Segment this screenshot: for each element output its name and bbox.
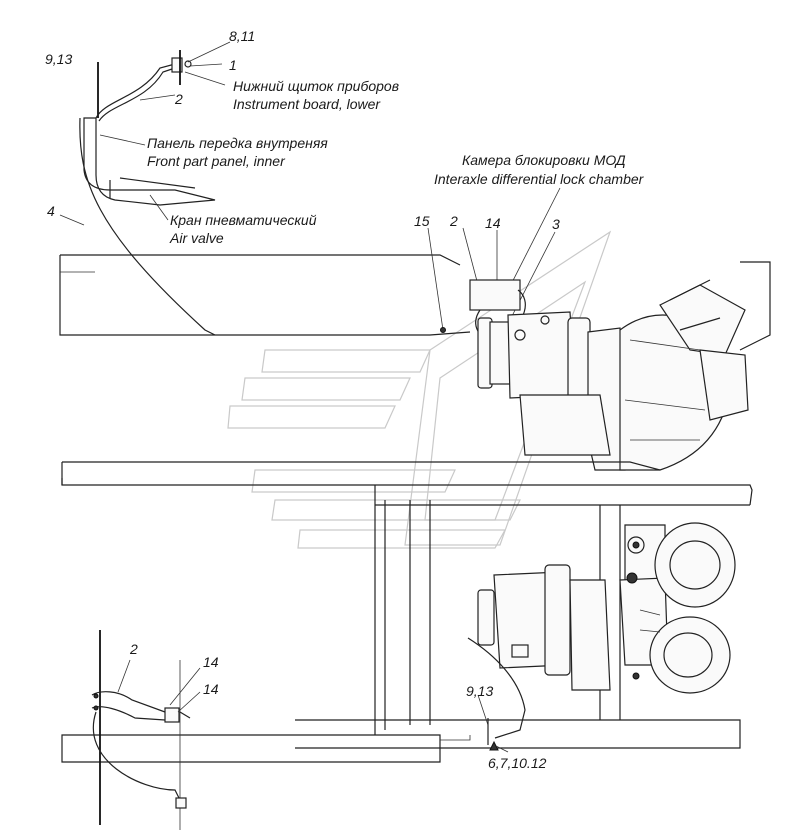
callout-2-mid: 2	[449, 213, 458, 229]
callout-9-13-bottom: 9,13	[466, 683, 493, 699]
gearbox-assembly	[477, 279, 749, 471]
callout-numbers: 8,11 9,13 1 2 4 15 2 14 3 2 14 14 9,13 6…	[45, 28, 560, 771]
caption-instrument-board-en: Instrument board, lower	[233, 96, 381, 112]
callout-14-a: 14	[203, 654, 219, 670]
caption-lock-chamber-en: Interaxle differential lock chamber	[434, 171, 645, 187]
instrument-board-fitting-icon	[171, 57, 183, 73]
lower-frame-rails	[61, 719, 741, 763]
caption-front-panel-ru: Панель передка внутреняя	[147, 135, 328, 151]
cab-front-panel	[79, 62, 216, 336]
caption-instrument-board-ru: Нижний щиток приборов	[233, 78, 399, 94]
callout-1: 1	[229, 57, 237, 73]
upper-pipe	[95, 50, 192, 122]
callout-6-7-10-12: 6,7,10.12	[488, 755, 547, 771]
lower-pipe	[467, 637, 526, 753]
upper-leader-lines	[59, 41, 231, 226]
caption-lock-chamber-ru: Камера блокировки МОД	[462, 152, 626, 168]
caption-air-valve-en: Air valve	[169, 230, 224, 246]
callout-2-top: 2	[174, 91, 183, 107]
caption-front-panel-en: Front part panel, inner	[147, 153, 286, 169]
callout-8-11: 8,11	[229, 28, 255, 44]
lower-valve-icon	[511, 644, 529, 658]
callout-14-mid: 14	[485, 215, 501, 231]
captions: Нижний щиток приборов Instrument board, …	[147, 78, 645, 246]
caption-air-valve-ru: Кран пневматический	[170, 212, 317, 228]
bottom-left-detail	[91, 630, 201, 830]
callout-14-b: 14	[203, 681, 219, 697]
upper-frame-rail	[59, 254, 771, 351]
detail-fitting-icon	[164, 707, 180, 723]
middle-frame-rails	[61, 461, 753, 735]
callout-4: 4	[47, 203, 55, 219]
mid-leader-lines	[427, 187, 561, 346]
lower-axle-assembly	[477, 522, 736, 694]
callout-15: 15	[414, 213, 430, 229]
callout-2-bottom: 2	[129, 641, 138, 657]
callout-9-13-top: 9,13	[45, 51, 72, 67]
callout-3: 3	[552, 216, 560, 232]
